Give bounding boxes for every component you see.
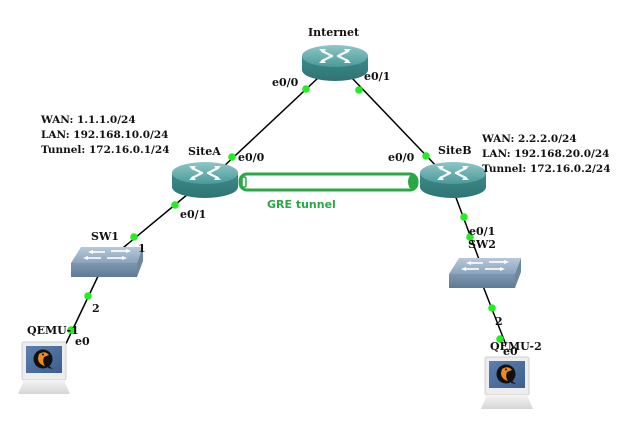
- siteB-tunnel: Tunnel: 172.16.0.2/24: [482, 163, 611, 175]
- port-dot-sw1-2: [84, 292, 92, 300]
- router-internet[interactable]: [300, 43, 370, 83]
- gre-tunnel[interactable]: [238, 172, 419, 192]
- host-qemu1[interactable]: [17, 341, 71, 395]
- port-dot-internet-e0-1: [355, 86, 363, 94]
- switch-sw1[interactable]: [70, 246, 144, 278]
- siteB-lan: LAN: 192.168.20.0/24: [482, 148, 609, 160]
- iface-label-sw1-1: 1: [138, 242, 146, 255]
- iface-label-internet-e0-1: e0/1: [364, 70, 390, 83]
- port-dot-sw2-2: [488, 304, 496, 312]
- iface-label-siteB-e0-0: e0/0: [388, 151, 415, 164]
- link-sw1-qemu1[interactable]: [61, 271, 101, 353]
- siteA-info-note: WAN: 1.1.1.0/24 LAN: 192.168.10.0/24 Tun…: [40, 114, 170, 156]
- iface-label-sw2-2: 2: [495, 315, 503, 328]
- siteA-lan: LAN: 192.168.10.0/24: [41, 129, 168, 141]
- switch-sw2[interactable]: [448, 257, 522, 289]
- node-label-siteA: SiteA: [188, 145, 221, 158]
- port-dot-sw2-1: [466, 233, 474, 241]
- router-siteB[interactable]: [418, 160, 488, 200]
- port-dot-siteB-e0-1: [460, 213, 468, 221]
- siteA-tunnel: Tunnel: 172.16.0.1/24: [41, 144, 170, 156]
- link-siteB-sw2[interactable]: [454, 194, 481, 263]
- port-dot-siteA-e0-0: [228, 153, 236, 161]
- port-dot-siteB-e0-0: [422, 152, 430, 160]
- node-label-qemu2: QEMU-2: [490, 340, 542, 353]
- iface-label-siteA-e0-0: e0/0: [238, 151, 265, 164]
- host-qemu2[interactable]: [480, 356, 534, 410]
- iface-label-qemu2-e0: e0: [503, 345, 518, 358]
- port-indicators: [67, 85, 504, 343]
- node-label-sw1: SW1: [91, 230, 119, 243]
- port-dot-internet-e0-0: [302, 85, 310, 93]
- node-label-internet: Internet: [308, 26, 360, 39]
- node-label-qemu1: QEMU-1: [27, 324, 79, 337]
- iface-label-qemu1-e0: e0: [75, 335, 90, 348]
- node-label-siteB: SiteB: [438, 144, 472, 157]
- link-sw2-qemu2[interactable]: [482, 285, 507, 346]
- port-dot-sw1-1: [130, 233, 138, 241]
- port-dot-siteA-e0-1: [171, 201, 179, 209]
- gre-tunnel-label: GRE tunnel: [267, 198, 336, 211]
- iface-label-siteA-e0-1: e0/1: [180, 208, 206, 221]
- node-label-sw2: SW2: [468, 238, 496, 251]
- port-dot-qemu2-e0: [496, 335, 504, 343]
- port-dot-qemu1-e0: [67, 326, 75, 334]
- iface-label-internet-e0-0: e0/0: [272, 76, 299, 89]
- link-internet-siteA[interactable]: [221, 77, 319, 169]
- siteB-info-note: WAN: 2.2.2.0/24 LAN: 192.168.20.0/24 Tun…: [481, 133, 611, 175]
- router-siteA[interactable]: [170, 160, 240, 200]
- siteA-wan: WAN: 1.1.1.0/24: [40, 114, 136, 126]
- iface-label-sw1-2: 2: [92, 302, 100, 315]
- siteB-wan: WAN: 2.2.2.0/24: [481, 133, 577, 145]
- iface-label-siteB-e0-1: e0/1: [469, 225, 495, 238]
